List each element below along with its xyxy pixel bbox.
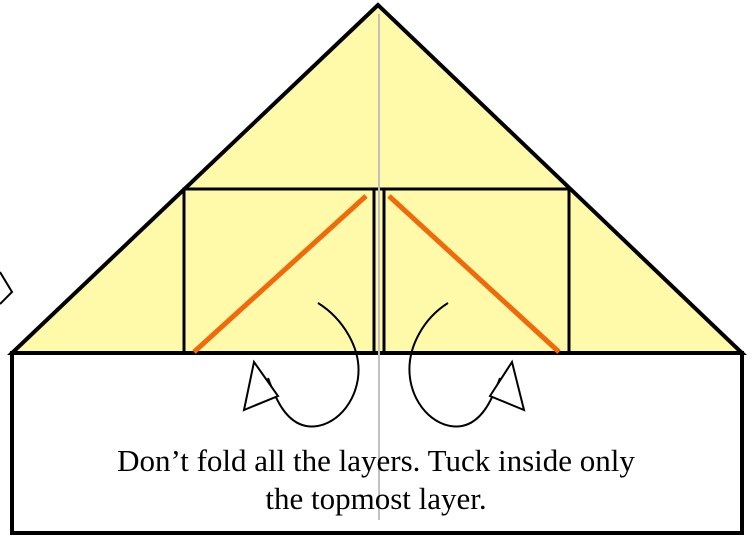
tuck-arrow-right-icon bbox=[408, 302, 526, 428]
left-fold-line bbox=[192, 194, 368, 354]
top-triangle-paper bbox=[6, 2, 747, 355]
right-fold-line bbox=[387, 194, 561, 354]
bottom-paper-body bbox=[10, 351, 744, 535]
instruction-line-2: the topmost layer. bbox=[265, 481, 487, 516]
instruction-text: Don’t fold all the layers. Tuck inside o… bbox=[20, 442, 732, 518]
arrow-head-offscreen-icon bbox=[0, 271, 14, 305]
tuck-arrow-left-icon bbox=[242, 302, 360, 428]
instruction-line-1: Don’t fold all the layers. Tuck inside o… bbox=[117, 443, 635, 478]
